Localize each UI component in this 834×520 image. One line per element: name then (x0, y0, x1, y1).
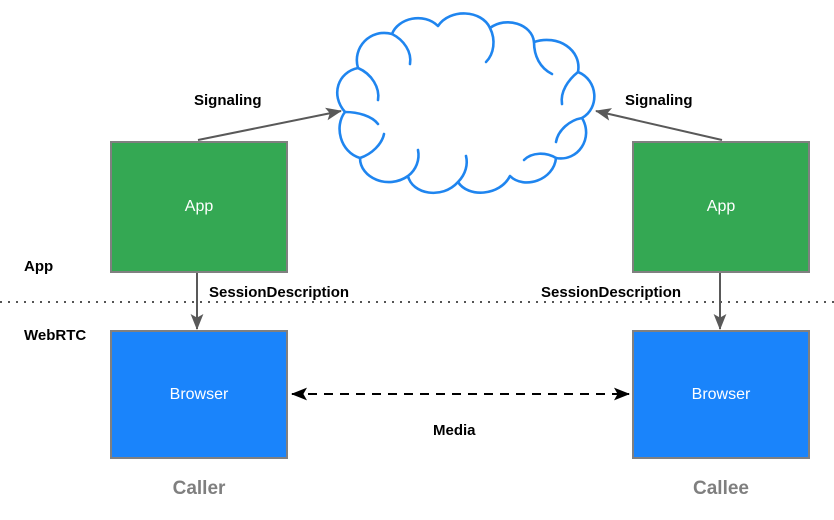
right-signaling-arrow (595, 108, 723, 141)
right-signaling-label: Signaling (625, 92, 693, 109)
caller-app-box[interactable]: App (110, 141, 288, 273)
left-sessiondescription-label: SessionDescription (209, 284, 350, 301)
layer-label-webrtc: WebRTC (24, 327, 87, 344)
callee-app-label: App (706, 198, 736, 215)
left-signaling-arrow (197, 107, 342, 141)
caller-app-label: App (184, 198, 214, 215)
media-label: Media (433, 422, 476, 439)
right-sessiondescription-label: SessionDescription (541, 284, 682, 301)
callee-role-label: Callee (693, 478, 749, 499)
layer-label-app: App (24, 258, 54, 275)
caller-browser-box[interactable]: Browser (110, 330, 288, 459)
caller-role-label: Caller (172, 478, 226, 499)
caller-browser-label: Browser (169, 385, 229, 403)
callee-app-box[interactable]: App (632, 141, 810, 273)
left-signaling-label: Signaling (194, 92, 262, 109)
callee-browser-label: Browser (691, 385, 751, 403)
signaling-server-cloud-shape (335, 12, 596, 195)
callee-browser-box[interactable]: Browser (632, 330, 810, 459)
